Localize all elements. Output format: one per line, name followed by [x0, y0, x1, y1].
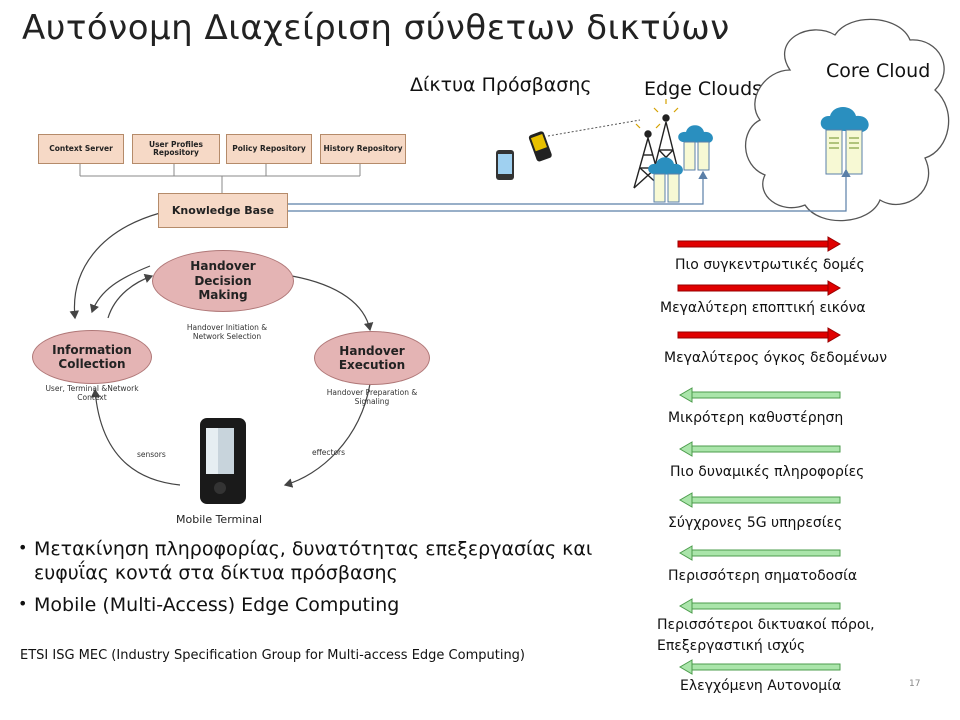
green-arrow [679, 545, 841, 561]
green-arrow-label: Ελεγχόμενη Αυτονομία [680, 678, 842, 694]
information-collection-subtitle: User, Terminal &Network Context [45, 384, 139, 403]
bullet-item: • Μετακίνηση πληροφορίας, δυνατότητας επ… [18, 538, 593, 584]
handover-decision-subtitle: Handover Initiation & Network Selection [186, 323, 268, 342]
green-arrow [679, 659, 841, 675]
access-networks-label: Δίκτυα Πρόσβασης [410, 74, 592, 96]
sensors-label: sensors [137, 450, 166, 459]
bullet-item: • Mobile (Multi-Access) Edge Computing [18, 594, 400, 616]
repository-connectors [79, 162, 361, 193]
green-arrow [679, 492, 841, 508]
green-arrow [679, 598, 841, 614]
red-arrow [677, 280, 841, 296]
handover-decision-ellipse: Handover Decision Making [152, 250, 294, 312]
bullet-list: • Μετακίνηση πληροφορίας, δυνατότητας επ… [18, 537, 654, 625]
page-title: Αυτόνομη Διαχείριση σύνθετων δικτύων [22, 8, 730, 48]
cycle-arrows [69, 212, 374, 488]
mobile-terminal-label: Mobile Terminal [176, 513, 263, 526]
policy-repository-box: Policy Repository [226, 134, 312, 164]
green-arrow-label: Περισσότεροι δικτυακοί πόροι, [657, 617, 875, 633]
smartphone-icon [496, 150, 514, 180]
handover-execution-ellipse: Handover Execution [314, 331, 430, 385]
edge-clouds-label: Edge Clouds [644, 78, 763, 100]
red-arrow-label: Μεγαλύτερος όγκος δεδομένων [664, 350, 888, 366]
green-arrow-label: Σύγχρονες 5G υπηρεσίες [668, 515, 843, 531]
wireless-link [547, 119, 641, 137]
context-server-box: Context Server [38, 134, 124, 164]
green-arrow [679, 387, 841, 403]
core-cloud-label: Core Cloud [826, 60, 931, 82]
green-arrow-label: Επεξεργαστική ισχύς [657, 638, 806, 654]
red-arrows-group [677, 236, 841, 343]
green-arrow-label: Πιο δυναμικές πληροφορίες [670, 464, 865, 480]
red-arrow [677, 327, 841, 343]
green-arrow-label: Μικρότερη καθυστέρηση [668, 410, 844, 426]
knowledge-base-box: Knowledge Base [158, 193, 288, 228]
red-arrow-label: Μεγαλύτερη εποπτική εικόνα [660, 300, 866, 316]
red-arrow-label: Πιο συγκεντρωτικές δομές [675, 257, 865, 273]
green-arrow [679, 441, 841, 457]
mobile-phone-icon [528, 131, 552, 162]
edge-server-icon-2 [648, 157, 683, 203]
user-profiles-box: User Profiles Repository [132, 134, 220, 164]
core-server-icon [820, 107, 869, 175]
information-collection-ellipse: Information Collection [32, 330, 152, 384]
etsi-note: ETSI ISG MEC (Industry Specification Gro… [20, 648, 526, 663]
green-arrow-label: Περισσότερη σηματοδοσία [668, 568, 858, 584]
effectors-label: effectors [312, 448, 346, 457]
mobile-terminal-icon [200, 418, 246, 504]
history-repository-box: History Repository [320, 134, 406, 164]
edge-server-icon [678, 125, 713, 171]
page-number: 17 [909, 679, 921, 689]
signal-icon [635, 99, 679, 129]
handover-execution-subtitle: Handover Preparation & Signaling [326, 388, 418, 407]
green-arrows-group [679, 387, 841, 675]
red-arrow [677, 236, 841, 252]
kb-network-links [286, 168, 851, 212]
